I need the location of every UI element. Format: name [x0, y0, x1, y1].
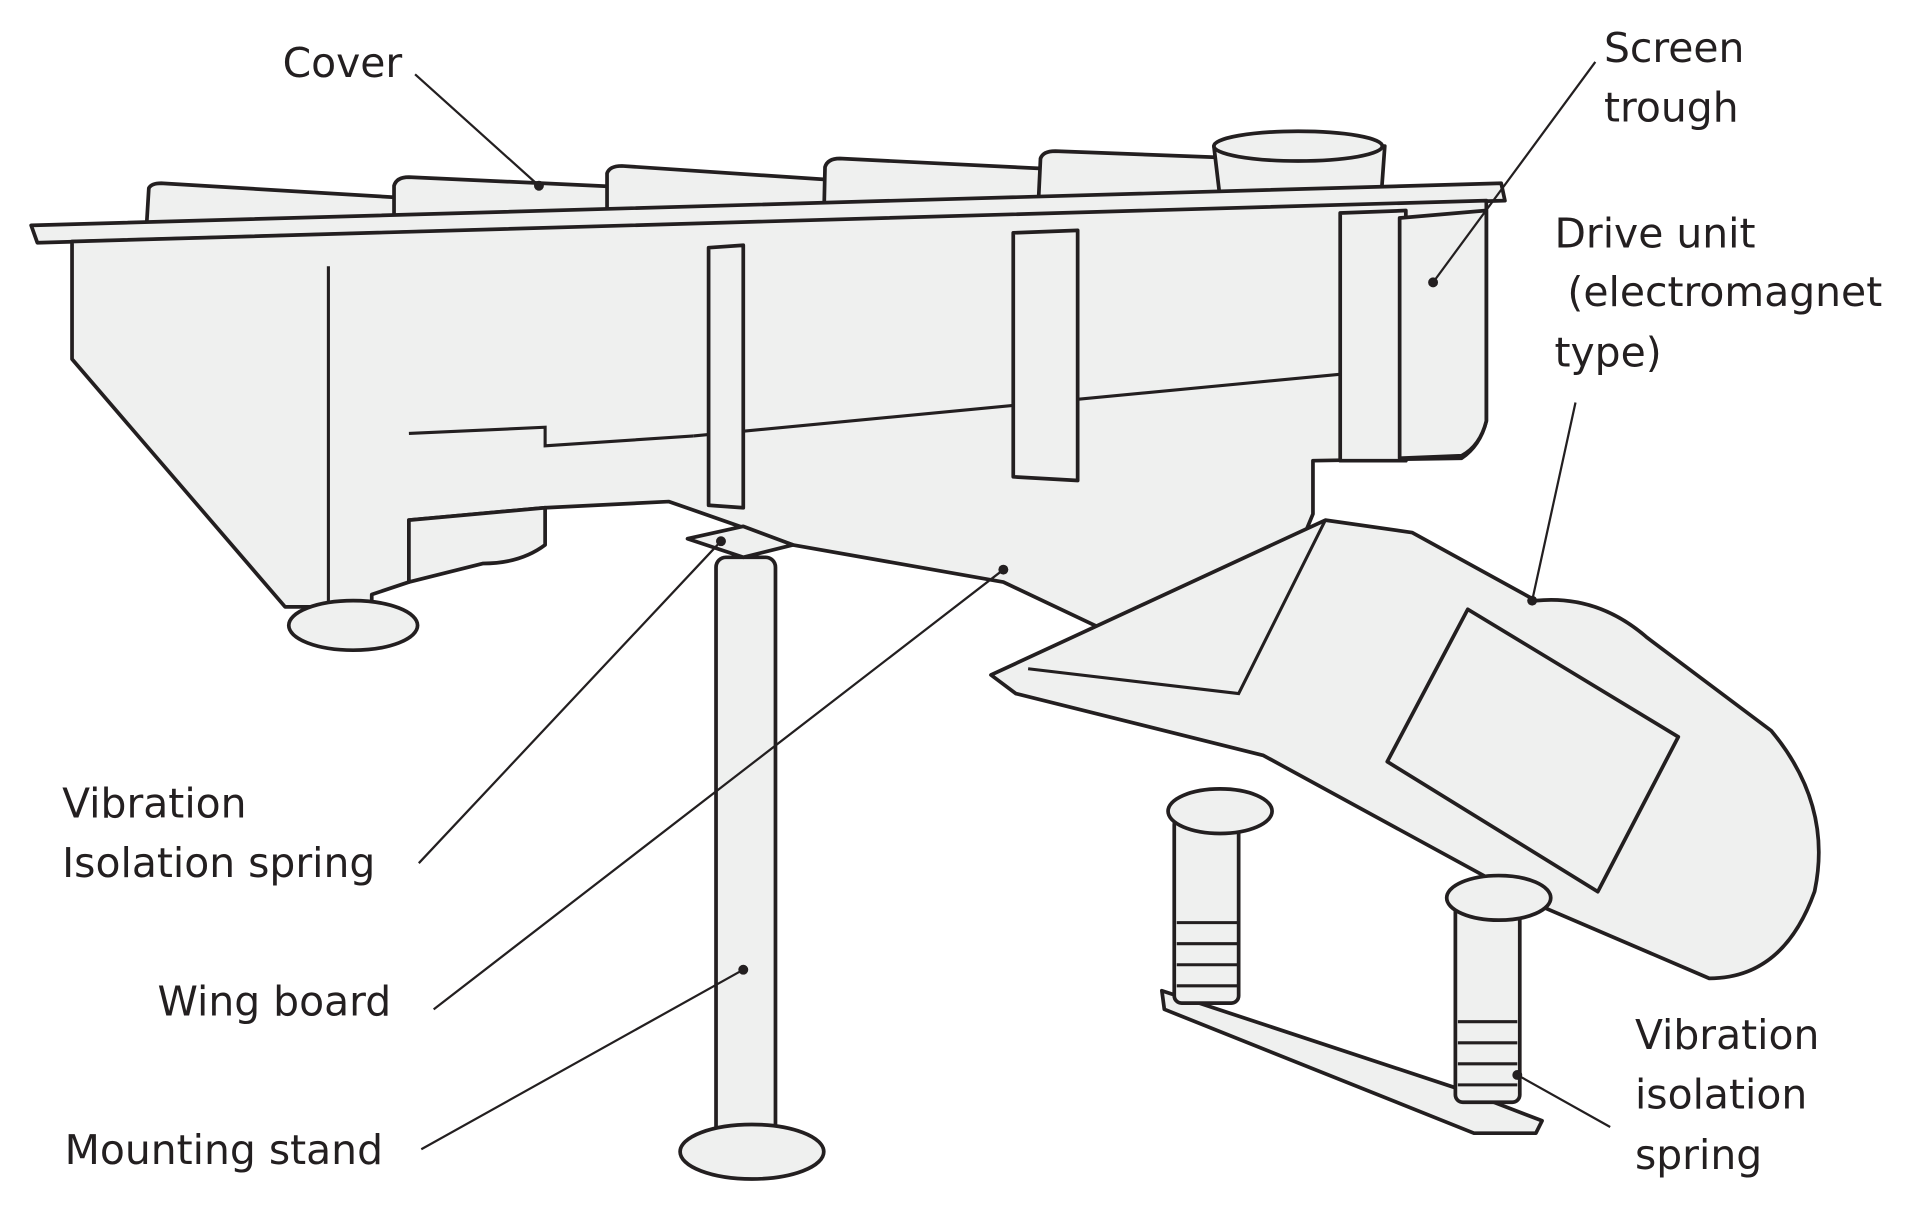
label-cover: Cover: [283, 39, 403, 87]
label-mounting-stand: Mounting stand: [65, 1126, 383, 1174]
label-drive-unit-3: type): [1554, 329, 1661, 377]
label-isolation-spring-right-2: isolation: [1635, 1070, 1807, 1118]
label-screen-trough-1: Screen: [1604, 24, 1744, 72]
trough-flange: [29, 181, 1507, 245]
inlet-port: [1212, 129, 1387, 201]
drive-cover-plate: [1385, 607, 1681, 894]
machine-illustration: [29, 129, 1821, 1181]
label-drive-unit-2: (electromagnet: [1554, 268, 1882, 316]
wing-rib: [706, 243, 746, 510]
wing-rib: [1011, 228, 1080, 483]
wing-rib: [1338, 208, 1408, 463]
leader-lines: [414, 61, 1611, 1151]
vibration-isolation-spring-left: [685, 524, 795, 560]
label-wing-board: Wing board: [157, 978, 391, 1026]
label-isolation-spring-left-1: Vibration: [62, 779, 246, 827]
label-isolation-spring-right-3: spring: [1635, 1131, 1762, 1179]
label-drive-unit-1: Drive unit: [1554, 210, 1755, 258]
label-isolation-spring-right-1: Vibration: [1635, 1011, 1819, 1059]
vibration-isolation-spring-right: [1166, 787, 1553, 1105]
label-isolation-spring-left-2: Isolation spring: [62, 839, 375, 887]
label-screen-trough-2: trough: [1604, 83, 1739, 131]
outlet-port: [286, 598, 420, 653]
mounting-stand: [678, 524, 826, 1181]
